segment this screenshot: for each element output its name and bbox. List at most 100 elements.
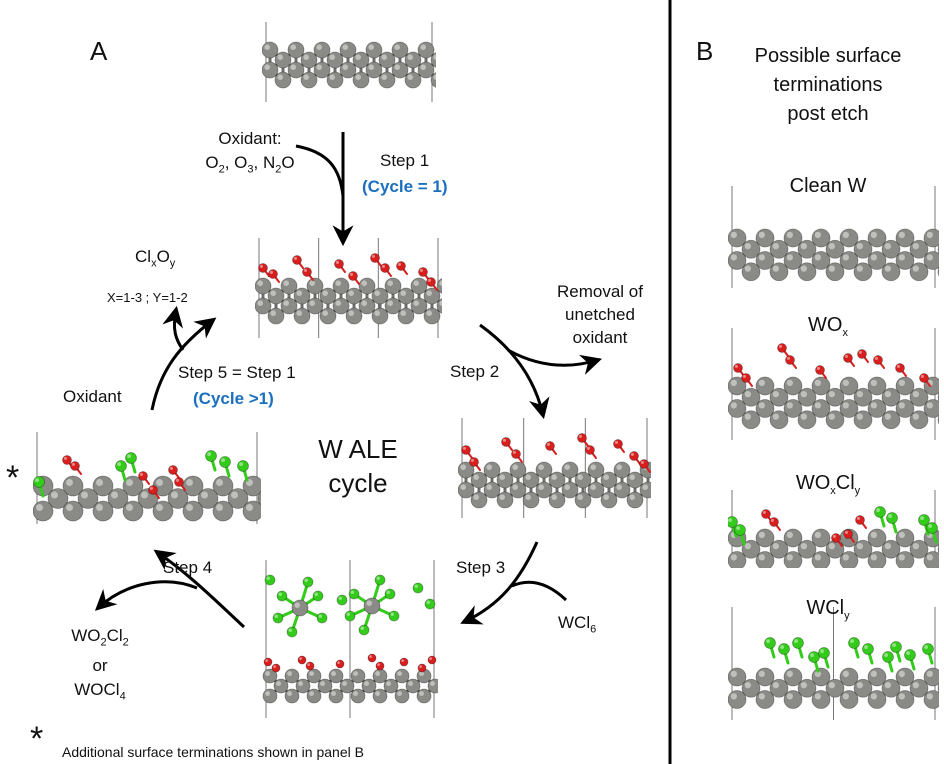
w-atom — [769, 239, 789, 259]
w-atom — [306, 277, 324, 295]
o-atom — [843, 353, 853, 363]
w-atom — [797, 678, 817, 698]
cl-atom — [276, 590, 288, 602]
w-atom — [561, 461, 579, 479]
w-atom — [600, 471, 618, 489]
w-atom — [755, 251, 775, 270]
w-atom — [397, 287, 415, 305]
w-atom — [895, 551, 915, 568]
step2-arrow — [479, 323, 550, 420]
w-atom — [895, 251, 915, 270]
cl-atom — [264, 574, 276, 586]
w-atom — [152, 500, 174, 522]
w-atom — [436, 298, 442, 314]
w-atom — [371, 287, 389, 305]
slab-b-wox — [728, 328, 939, 440]
cl-atom — [358, 624, 370, 636]
w-atom — [825, 387, 845, 407]
w-atom — [267, 287, 285, 305]
w-atom — [509, 481, 527, 499]
w-atom — [284, 668, 300, 684]
w-atom — [262, 61, 279, 79]
cl-atom — [125, 452, 137, 464]
w-atom — [613, 461, 631, 479]
o-atom — [777, 343, 787, 353]
w-atom — [332, 277, 350, 295]
o-atom — [380, 263, 390, 273]
o-atom — [375, 661, 385, 671]
cl-atom — [412, 582, 424, 594]
o-atom — [302, 267, 312, 277]
o-atom — [174, 477, 184, 487]
cl-atom — [115, 460, 127, 472]
w-atom — [319, 287, 337, 305]
o-atom — [919, 373, 929, 383]
w-atom — [574, 491, 592, 509]
w-atom — [122, 500, 144, 522]
w-atom — [458, 461, 475, 479]
w-atom — [358, 277, 376, 295]
o-atom — [367, 653, 377, 663]
cl-atom — [874, 506, 886, 518]
cl-atom — [316, 612, 328, 624]
w-atom — [895, 376, 915, 396]
cl-atom — [336, 594, 348, 606]
w-atom — [262, 688, 278, 704]
w-atom — [167, 488, 189, 509]
cl-atom — [312, 590, 324, 602]
w-atom — [427, 678, 438, 694]
step3-reagent: WCl6 — [558, 613, 597, 636]
w-atom — [306, 688, 322, 704]
w-atom — [496, 471, 514, 489]
o-atom — [577, 433, 587, 443]
o-atom — [785, 355, 795, 365]
cl-atom — [272, 612, 284, 624]
w-atom — [783, 399, 803, 418]
w-atom — [909, 239, 929, 259]
w-atom — [825, 678, 845, 698]
w-atom — [293, 287, 311, 305]
w-atom — [326, 51, 344, 69]
o-atom — [427, 655, 437, 665]
w-atom — [639, 481, 651, 499]
o-atom — [418, 267, 428, 277]
w-atom — [909, 262, 929, 282]
o-atom — [501, 437, 511, 447]
w-atom — [769, 387, 789, 407]
w-atom — [867, 376, 887, 396]
w-atom — [881, 262, 901, 282]
step4-label: Step 4 — [163, 558, 213, 577]
cl-atom — [890, 641, 902, 653]
w-atom — [755, 528, 775, 548]
w-atom — [626, 491, 644, 509]
w-atom — [797, 262, 817, 282]
w-atom — [769, 410, 789, 430]
slab-oxidized-right — [458, 418, 651, 518]
w-atom — [755, 551, 775, 568]
w-atom — [92, 500, 114, 522]
w-atom — [755, 228, 775, 248]
w-atom — [345, 307, 363, 325]
w-atom — [867, 228, 887, 248]
cl-atom — [764, 637, 776, 649]
w-atom — [811, 667, 831, 687]
w-atom — [397, 307, 415, 325]
step5-reagent: Oxidant — [63, 387, 122, 406]
w-atom — [613, 481, 631, 499]
slab-mixed-left — [33, 432, 261, 524]
w-atom — [937, 544, 939, 555]
w-atom — [937, 414, 939, 425]
termination-woxcly: WOxCly — [795, 472, 861, 497]
w-atom — [383, 678, 399, 694]
w-atom — [306, 297, 324, 315]
asterisk-mark: * — [6, 459, 20, 497]
o-atom — [148, 485, 158, 495]
w-atom — [317, 678, 333, 694]
w-atom — [728, 228, 747, 248]
w-atom — [923, 690, 939, 709]
w-atom — [797, 387, 817, 407]
w-atom — [769, 262, 789, 282]
w-atom — [300, 71, 318, 89]
o-atom — [335, 659, 345, 669]
cl-atom — [237, 460, 249, 472]
